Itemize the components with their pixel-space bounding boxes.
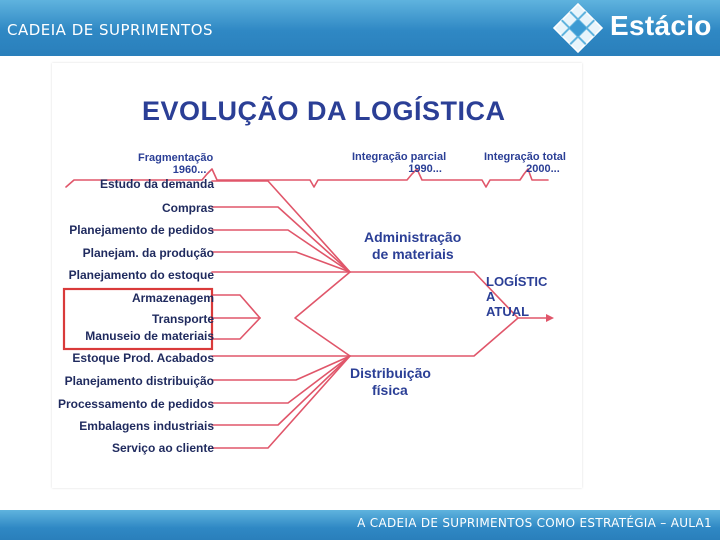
- group-line: Distribuição: [350, 365, 431, 381]
- arrow-head: [546, 314, 554, 322]
- activity-item: Estoque Prod. Acabados: [72, 351, 214, 365]
- estacio-logo: Estácio: [552, 2, 717, 54]
- course-title: CADEIA DE SUPRIMENTOS: [7, 21, 214, 39]
- activity-item: Manuseio de materiais: [85, 329, 214, 343]
- phase-year: 1960...: [172, 164, 207, 176]
- phase-label: Integração total: [484, 151, 566, 163]
- activity-item: Processamento de pedidos: [57, 397, 214, 411]
- result-line: A: [486, 289, 496, 304]
- highlight-box: [62, 287, 214, 351]
- phase-label: Integração parcial: [352, 151, 447, 163]
- activity-item: Serviço ao cliente: [111, 441, 214, 455]
- activity-item: Compras: [161, 201, 214, 215]
- activity-item: Armazenagem: [131, 291, 214, 305]
- result-label: LOGÍSTIC A ATUAL: [486, 274, 547, 319]
- logo-text: Estácio: [610, 10, 712, 41]
- activity-item: Embalagens industriais: [79, 419, 214, 433]
- header-bar: CADEIA DE SUPRIMENTOS Estácio: [0, 0, 720, 56]
- group-line: de materiais: [372, 246, 454, 262]
- diagram-slide: EVOLUÇÃO DA LOGÍSTICA Fragmentação 1960.…: [52, 63, 582, 488]
- phase-label: Fragmentação: [138, 152, 214, 164]
- group-distribution: Distribuição física: [350, 365, 431, 399]
- group-line: Administração: [364, 229, 462, 245]
- activity-item: Planejam. da produção: [82, 246, 214, 260]
- diagram-lines: [62, 168, 554, 449]
- group-materials: Administração de materiais: [364, 229, 461, 263]
- activity-item: Planejamento do estoque: [68, 268, 214, 282]
- phase-fragmentation: Fragmentação 1960...: [138, 152, 213, 176]
- result-line: ATUAL: [486, 304, 530, 319]
- diagram-title: EVOLUÇÃO DA LOGÍSTICA: [142, 96, 506, 126]
- footer-bar: A CADEIA DE SUPRIMENTOS COMO ESTRATÉGIA …: [0, 510, 720, 540]
- activity-item: Transporte: [151, 312, 214, 326]
- phase-year: 2000...: [526, 163, 560, 175]
- footer-text: A CADEIA DE SUPRIMENTOS COMO ESTRATÉGIA …: [357, 516, 712, 530]
- group-line: física: [372, 382, 408, 398]
- activity-item: Planejamento de pedidos: [69, 223, 214, 237]
- result-line: LOGÍSTIC: [486, 274, 548, 289]
- phase-year: 1990...: [408, 163, 442, 175]
- activity-item: Planejamento distribuição: [64, 374, 214, 388]
- activity-item: Estudo da demanda: [99, 177, 214, 191]
- logo-icon: [552, 2, 604, 54]
- phase-partial: Integração parcial 1990...: [352, 151, 446, 175]
- phase-total: Integração total 2000...: [484, 151, 566, 175]
